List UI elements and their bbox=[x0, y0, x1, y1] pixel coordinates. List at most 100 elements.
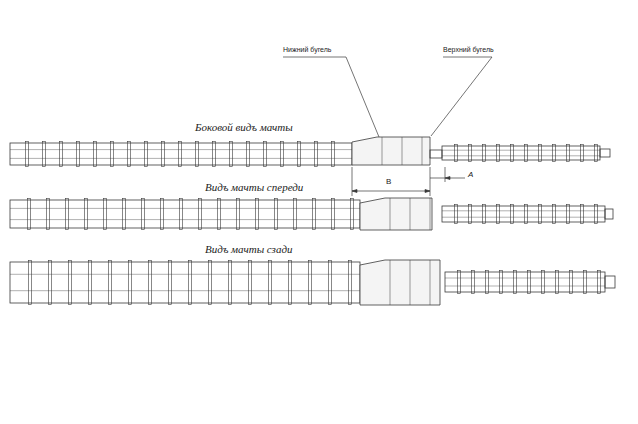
band-line bbox=[390, 198, 391, 230]
hoop bbox=[256, 199, 259, 230]
hoop bbox=[142, 199, 145, 230]
hoop bbox=[511, 205, 514, 224]
dimension-line bbox=[430, 178, 465, 179]
hoop bbox=[595, 145, 598, 162]
hoop bbox=[129, 261, 132, 305]
hoop bbox=[218, 199, 221, 230]
hoop bbox=[123, 199, 126, 230]
extension-line bbox=[430, 167, 431, 196]
hoop bbox=[556, 271, 559, 294]
hoop bbox=[180, 199, 183, 230]
hoop bbox=[209, 261, 212, 305]
hoop bbox=[553, 145, 556, 162]
band-line bbox=[410, 260, 411, 305]
hoop bbox=[567, 145, 570, 162]
arrowhead bbox=[352, 190, 357, 193]
hoop bbox=[313, 199, 316, 230]
hoop bbox=[584, 271, 587, 294]
hoop bbox=[264, 142, 267, 167]
hoop bbox=[500, 271, 503, 294]
hoop bbox=[581, 205, 584, 224]
hoop bbox=[483, 205, 486, 224]
hoop bbox=[525, 205, 528, 224]
hoop bbox=[455, 145, 458, 162]
mast-band bbox=[360, 198, 432, 230]
mast-lower bbox=[10, 200, 360, 228]
mast-band bbox=[360, 260, 440, 305]
view-title: Видъ мачты спереди bbox=[205, 181, 303, 193]
hoop bbox=[332, 199, 335, 230]
hoop bbox=[145, 142, 148, 167]
mast-lower bbox=[10, 262, 360, 303]
hoop bbox=[237, 199, 240, 230]
hoop bbox=[469, 205, 472, 224]
hoop bbox=[329, 261, 332, 305]
mast-joint bbox=[430, 150, 442, 158]
mast-line bbox=[10, 274, 360, 275]
hoop bbox=[472, 271, 475, 294]
hoop bbox=[43, 142, 46, 167]
hoop bbox=[469, 145, 472, 162]
extension-line bbox=[352, 167, 353, 196]
mast-head bbox=[605, 209, 613, 219]
hoop bbox=[104, 199, 107, 230]
mast-line bbox=[10, 208, 360, 209]
hoop bbox=[525, 145, 528, 162]
hoop bbox=[28, 199, 31, 230]
mast-upper bbox=[445, 272, 605, 292]
hoop bbox=[595, 205, 598, 224]
hoop bbox=[458, 271, 461, 294]
mast-head bbox=[605, 276, 615, 288]
mast-line bbox=[442, 150, 600, 151]
hoop bbox=[60, 142, 63, 167]
hoop bbox=[77, 142, 80, 167]
view-title: Боковой видъ мачты bbox=[195, 121, 293, 133]
band-line bbox=[422, 137, 423, 165]
view-title: Видъ мачты сзади bbox=[205, 243, 292, 255]
hoop bbox=[229, 261, 232, 305]
band-line bbox=[430, 260, 431, 305]
hoop bbox=[49, 261, 52, 305]
hoop bbox=[249, 261, 252, 305]
hoop bbox=[29, 261, 32, 305]
band-line bbox=[410, 198, 411, 230]
dimension-line bbox=[352, 191, 430, 192]
hoop bbox=[332, 142, 335, 167]
mast-band bbox=[352, 137, 430, 165]
hoop bbox=[269, 261, 272, 305]
hoop bbox=[281, 142, 284, 167]
hoop bbox=[570, 271, 573, 294]
hoop bbox=[289, 261, 292, 305]
dimension-letter: В bbox=[386, 178, 391, 187]
hoop bbox=[497, 145, 500, 162]
arrowhead bbox=[445, 177, 450, 180]
hoop bbox=[315, 142, 318, 167]
hoop bbox=[111, 142, 114, 167]
band-line bbox=[430, 198, 431, 230]
hoop bbox=[109, 261, 112, 305]
leader-line bbox=[283, 57, 379, 137]
hoop bbox=[196, 142, 199, 167]
part-name: Нижний бугель bbox=[283, 46, 331, 54]
hoop bbox=[497, 205, 500, 224]
hoop bbox=[149, 261, 152, 305]
dimension-letter: А bbox=[468, 171, 473, 180]
mast-head bbox=[600, 149, 610, 157]
hoop bbox=[47, 199, 50, 230]
hoop bbox=[298, 142, 301, 167]
hoop bbox=[309, 261, 312, 305]
leader-line bbox=[431, 57, 492, 136]
hoop bbox=[275, 199, 278, 230]
hoop bbox=[169, 261, 172, 305]
hoop bbox=[128, 142, 131, 167]
hoop bbox=[514, 271, 517, 294]
hoop bbox=[66, 199, 69, 230]
mast-line bbox=[445, 278, 605, 279]
hoop bbox=[179, 142, 182, 167]
mast-line bbox=[445, 286, 605, 287]
hoop bbox=[486, 271, 489, 294]
hoop bbox=[455, 205, 458, 224]
hoop bbox=[230, 142, 233, 167]
mast-line bbox=[442, 155, 600, 156]
